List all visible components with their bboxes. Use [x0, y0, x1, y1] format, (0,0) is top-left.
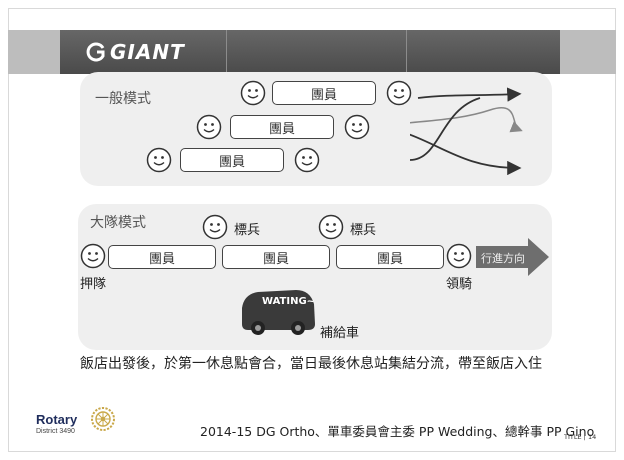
dispersal-arrows	[410, 87, 523, 176]
marker-label: 標兵	[234, 223, 261, 238]
member-box: 團員	[180, 148, 284, 172]
smiley-icon	[344, 114, 370, 140]
smiley-icon	[80, 243, 106, 269]
smiley-icon	[240, 80, 266, 106]
group-mode-label: 大隊模式	[90, 215, 146, 231]
giant-logo-icon	[86, 42, 105, 62]
van-icon	[242, 290, 315, 335]
credits-text: 2014-15 DG Ortho、單車委員會主委 PP Wedding、總幹事 …	[200, 424, 595, 439]
van-text: WATING~	[262, 296, 316, 307]
smiley-icon	[146, 147, 172, 173]
slide-frame	[8, 8, 616, 452]
header-divider	[226, 30, 227, 74]
arrow-icon	[410, 133, 522, 176]
arrow-icon	[410, 107, 523, 133]
group-mode-panel	[78, 204, 552, 350]
page-tag: TITLE | 14	[564, 433, 596, 441]
direction-label: 行進方向	[481, 252, 525, 265]
smiley-icon	[196, 114, 222, 140]
header-bar	[60, 30, 560, 74]
logo-text: GIANT	[110, 40, 185, 64]
caption: 飯店出發後，於第一休息點會合，當日最後休息站集結分流，帶至飯店入住	[80, 356, 542, 372]
giant-logo: GIANT	[86, 40, 185, 64]
member-box: 團員	[108, 245, 216, 269]
leader-label: 領騎	[446, 277, 473, 292]
smiley-icon	[294, 147, 320, 173]
rear-guard-label: 押隊	[80, 277, 107, 292]
general-mode-label: 一般模式	[95, 91, 151, 107]
arrow-icon	[410, 97, 481, 161]
smiley-icon	[446, 243, 472, 269]
member-box: 團員	[230, 115, 334, 139]
rotary-wheel-icon	[91, 407, 115, 431]
direction-arrow-icon	[476, 238, 549, 276]
marker-label: 標兵	[350, 223, 377, 238]
arrow-icon	[417, 87, 522, 102]
district-label: District 3490	[36, 428, 75, 435]
header-divider	[406, 30, 407, 74]
smiley-icon	[318, 214, 344, 240]
title-tag: TITLE	[564, 433, 582, 441]
rotary-name: Rotary	[36, 412, 78, 427]
page-number: 14	[587, 433, 597, 441]
member-box: 團員	[272, 81, 376, 105]
smiley-icon	[202, 214, 228, 240]
member-box: 團員	[336, 245, 444, 269]
tag-separator: |	[583, 433, 588, 441]
member-box: 團員	[222, 245, 330, 269]
support-vehicle-label: 補給車	[320, 326, 360, 341]
smiley-icon	[386, 80, 412, 106]
